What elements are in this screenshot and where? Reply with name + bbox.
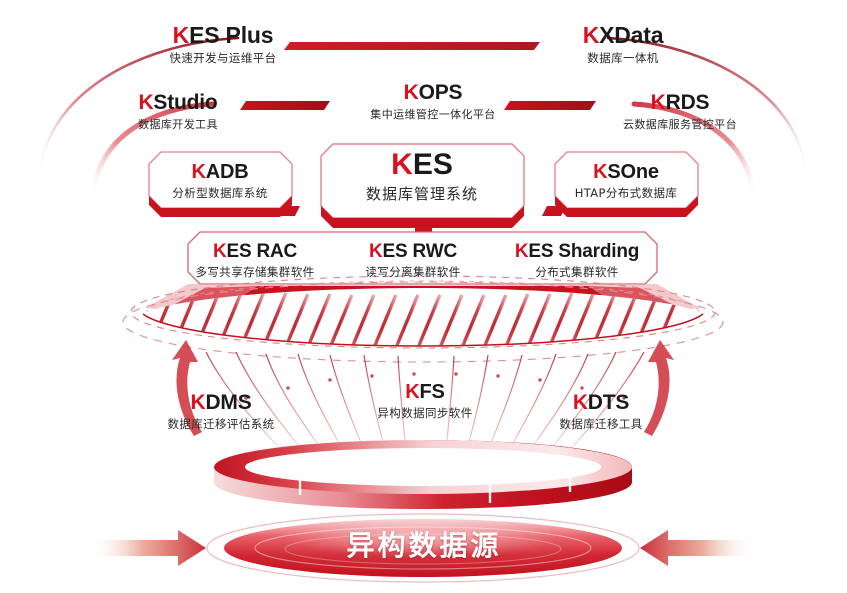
outer-arc-group <box>38 36 808 201</box>
product-name-kes-sharding: KES Sharding <box>514 241 640 262</box>
kingbase-k-logo-icon: K <box>190 391 206 414</box>
product-name-kdms: KDMS <box>190 391 252 414</box>
product-desc-kfs: 异构数据同步软件 <box>377 406 473 420</box>
inbound-arrows <box>90 530 756 566</box>
product-label-kdms[interactable]: KDMS 数据库迁移评估系统 <box>148 392 294 431</box>
product-label-kxdata[interactable]: KXData 数据库一体机 <box>528 24 718 65</box>
product-label-kstudio[interactable]: KStudio 数据库开发工具 <box>78 92 278 130</box>
product-name-kes-rwc: KES RWC <box>369 241 457 262</box>
product-name-kstudio: KStudio <box>138 91 218 114</box>
data-source-label: 异构数据源 <box>324 524 524 564</box>
kingbase-k-logo-icon: K <box>582 22 600 48</box>
kingbase-k-logo-icon: K <box>172 22 190 48</box>
product-label-kes-plus[interactable]: KES Plus 快速开发与运维平台 <box>128 24 318 65</box>
product-name-kes-rac: KES RAC <box>212 241 298 262</box>
product-desc-kes-plus: 快速开发与运维平台 <box>169 51 277 65</box>
product-desc-kxdata: 数据库一体机 <box>587 51 659 65</box>
kingbase-k-logo-icon: K <box>369 241 383 262</box>
kingbase-k-logo-icon: K <box>514 241 529 262</box>
kingbase-k-logo-icon: K <box>191 161 206 183</box>
product-label-kadb[interactable]: KADB 分析型数据库系统 <box>150 162 290 200</box>
product-label-kes-rac[interactable]: KES RAC 多写共享存储集群软件 <box>180 242 330 279</box>
product-name-kes: KES <box>391 148 453 181</box>
product-name-krds: KRDS <box>650 91 710 114</box>
card-outlines <box>148 143 699 285</box>
product-label-krds[interactable]: KRDS 云数据库服务管控平台 <box>572 92 788 130</box>
kingbase-k-logo-icon: K <box>403 81 419 104</box>
product-desc-kes-rac: 多写共享存储集群软件 <box>195 265 315 279</box>
kingbase-k-logo-icon: K <box>405 381 420 403</box>
product-desc-kes: 数据库管理系统 <box>365 185 478 203</box>
side-flow-arrows <box>172 340 674 436</box>
data-source-text: 异构数据源 <box>346 529 502 562</box>
product-label-kes-rwc[interactable]: KES RWC 读写分离集群软件 <box>338 242 488 279</box>
lower-ring-band <box>213 439 632 509</box>
product-label-ksone[interactable]: KSOne HTAP分布式数据库 <box>552 162 700 200</box>
product-label-kes[interactable]: KES 数据库管理系统 <box>337 150 507 202</box>
product-name-kxdata: KXData <box>582 22 664 48</box>
product-name-kes-plus: KES Plus <box>172 22 274 48</box>
product-name-kops: KOPS <box>403 81 463 104</box>
product-desc-ksone: HTAP分布式数据库 <box>574 186 678 200</box>
kingbase-k-logo-icon: K <box>572 391 588 414</box>
product-desc-kdms: 数据库迁移评估系统 <box>167 417 275 431</box>
kingbase-k-logo-icon: K <box>650 91 666 114</box>
product-name-kdts: KDTS <box>572 391 630 414</box>
product-desc-kadb: 分析型数据库系统 <box>172 186 268 200</box>
kingbase-k-logo-icon: K <box>593 161 608 183</box>
data-source-platform <box>206 513 640 583</box>
product-desc-kes-sharding: 分布式集群软件 <box>535 265 619 279</box>
product-desc-krds: 云数据库服务管控平台 <box>623 118 737 131</box>
product-name-kadb: KADB <box>191 161 249 183</box>
kingbase-k-logo-icon: K <box>138 91 154 114</box>
product-name-kfs: KFS <box>405 381 445 403</box>
product-label-kops[interactable]: KOPS 集中运维管控一体化平台 <box>318 82 548 120</box>
product-desc-kdts: 数据库迁移工具 <box>559 417 643 431</box>
product-label-kdts[interactable]: KDTS 数据库迁移工具 <box>528 392 674 431</box>
product-desc-kes-rwc: 读写分离集群软件 <box>365 265 461 279</box>
kingbase-k-logo-icon: K <box>212 241 227 262</box>
product-label-kes-sharding[interactable]: KES Sharding 分布式集群软件 <box>494 242 660 279</box>
product-label-kfs[interactable]: KFS 异构数据同步软件 <box>358 382 492 420</box>
product-desc-kops: 集中运维管控一体化平台 <box>370 108 496 121</box>
product-desc-kstudio: 数据库开发工具 <box>138 118 218 131</box>
kingbase-k-logo-icon: K <box>391 148 413 181</box>
product-name-ksone: KSOne <box>593 161 659 183</box>
